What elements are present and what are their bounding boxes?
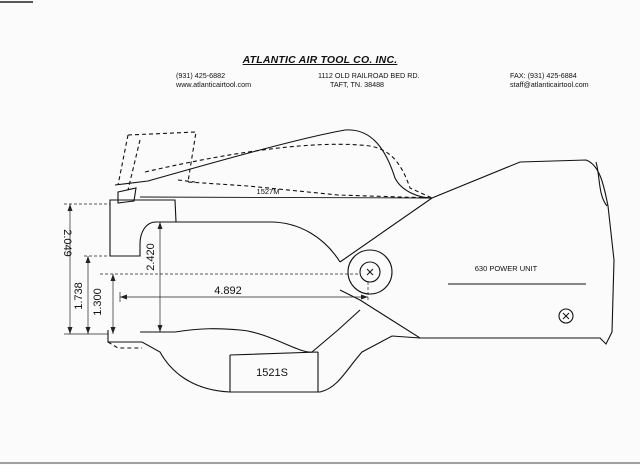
power-unit-label: 630 POWER UNIT bbox=[475, 264, 538, 273]
dim-label-1738: 1.738 bbox=[73, 282, 85, 310]
upper-jaw-outline bbox=[114, 129, 433, 199]
upper-jaw-block bbox=[109, 199, 177, 257]
company-name: ATLANTIC AIR TOOL CO. INC. bbox=[242, 54, 398, 66]
upper-jaw-open-dashed-2 bbox=[117, 134, 196, 191]
pivot-inner-ring bbox=[359, 261, 381, 283]
address-block: 1112 OLD RAILROAD BED RD. TAFT, TN. 3848… bbox=[318, 71, 420, 89]
part-label-1527m: 1527M bbox=[257, 187, 280, 196]
lower-jaw-dashed bbox=[107, 341, 142, 349]
dim-arrowheads bbox=[67, 204, 368, 334]
website-text: www.atlanticairtool.com bbox=[176, 80, 252, 89]
part-label-1521s: 1521S bbox=[256, 367, 288, 379]
screw-circle bbox=[558, 308, 574, 324]
dim-label-1300: 1.300 bbox=[92, 288, 104, 316]
lower-jaw-1521s-block bbox=[229, 351, 319, 392]
dim-label-2420: 2.420 bbox=[145, 243, 157, 271]
address-line-1: 1112 OLD RAILROAD BED RD. bbox=[318, 71, 420, 80]
lower-jaw-upper-edge bbox=[140, 309, 361, 353]
email-text: staff@atlanticairtool.com bbox=[510, 80, 589, 89]
screw-x-mark bbox=[562, 312, 570, 320]
pivot-outer-ring bbox=[347, 249, 393, 295]
phone-text: (931) 425-6882 bbox=[176, 71, 226, 80]
power-unit-body bbox=[339, 159, 615, 345]
upper-jaw-dashed-arc bbox=[144, 143, 433, 199]
dim-label-4892: 4.892 bbox=[214, 285, 242, 297]
pivot-x-mark bbox=[366, 268, 374, 276]
contact-phone-block: (931) 425-6882 www.atlanticairtool.com bbox=[176, 71, 251, 89]
address-line-2: TAFT, TN. 38488 bbox=[330, 80, 385, 89]
jaw-arm-line bbox=[139, 196, 433, 199]
fax-text: FAX: (931) 425-6884 bbox=[510, 71, 577, 80]
lower-jaw-outline bbox=[107, 330, 421, 393]
jaw-tip bbox=[117, 187, 137, 204]
power-unit-notch bbox=[595, 161, 608, 207]
contact-fax-block: FAX: (931) 425-6884 staff@atlanticairtoo… bbox=[510, 71, 589, 89]
upper-jaw-lower-edge bbox=[176, 221, 341, 263]
dim-label-2049: 2.049 bbox=[61, 229, 73, 257]
upper-jaw-open-dashed bbox=[127, 131, 433, 199]
